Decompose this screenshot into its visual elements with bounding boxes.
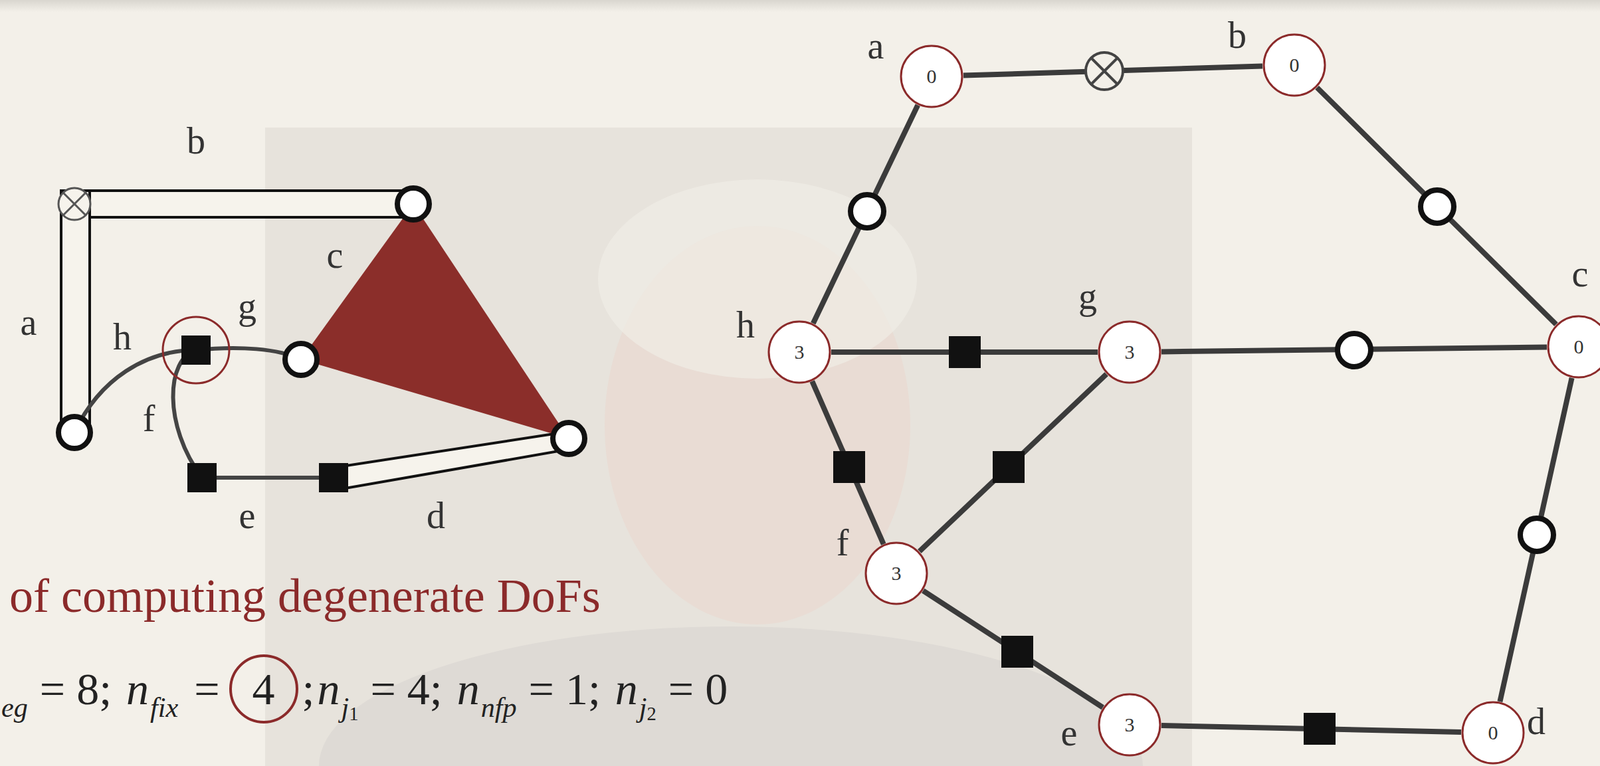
link-node: e3 <box>1097 693 1162 757</box>
straight-link <box>201 475 334 480</box>
graph-edge <box>1499 378 1572 702</box>
part-name: b <box>186 122 206 160</box>
revolute-joint <box>1420 190 1454 224</box>
degree-number: 0 <box>1574 336 1585 357</box>
part-name: a <box>20 303 38 341</box>
circled-number: 4 <box>229 654 299 724</box>
prismatic-joint <box>187 463 217 493</box>
formula-term: fix <box>150 691 179 725</box>
node-circle <box>865 542 927 604</box>
revolute-joint <box>285 343 317 376</box>
prismatic-joint <box>1001 635 1034 668</box>
formula-term: j <box>639 691 648 725</box>
prismatic-joint <box>181 335 211 365</box>
fixed-joint-cross <box>63 192 86 216</box>
revolute-joint <box>1520 518 1554 552</box>
prismatic-joint <box>1303 712 1336 745</box>
graph-edge <box>919 374 1107 552</box>
formula-term: n <box>316 662 340 717</box>
link-bar <box>333 431 571 491</box>
slide-heading: of computing degenerate DoFs <box>9 570 601 623</box>
ternary-link <box>300 203 569 439</box>
part-name: g <box>237 287 257 325</box>
graph-edge <box>813 104 918 323</box>
node-circle <box>1099 321 1161 383</box>
degree-number: 3 <box>794 342 805 363</box>
link-node: b0 <box>1262 33 1327 98</box>
revolute-joint <box>850 194 884 228</box>
node-circle <box>768 321 830 383</box>
link-node: f3 <box>864 541 929 606</box>
part-name: c <box>326 236 344 274</box>
faded-hair <box>598 179 917 379</box>
faded-shoulders <box>318 626 1143 766</box>
fixed-joint-cross <box>1091 57 1118 85</box>
node-circle <box>1548 316 1600 378</box>
link-name: h <box>736 306 755 344</box>
degree-number: 3 <box>891 563 902 584</box>
degree-number: 0 <box>926 66 937 87</box>
link-name: c <box>1572 255 1589 293</box>
link-name: f <box>836 524 850 562</box>
formula-term: ; <box>302 662 315 717</box>
node-circle <box>1546 314 1600 379</box>
part-name: h <box>112 318 132 356</box>
top-shade <box>0 0 1600 12</box>
node-circle <box>1099 694 1161 756</box>
link-name: b <box>1227 16 1247 54</box>
fixed-joint-cross <box>63 192 86 216</box>
formula-term: = <box>194 662 220 717</box>
formula-term: eg <box>1 691 28 725</box>
prismatic-joint <box>833 451 866 484</box>
graph-edge <box>1316 87 1557 325</box>
formula-term: = 8; <box>39 662 112 717</box>
prismatic-joint <box>992 451 1025 484</box>
prismatic-joint <box>318 463 349 493</box>
node-circle <box>1462 702 1524 764</box>
graph-edge <box>922 590 1103 708</box>
link-name: e <box>1061 714 1078 752</box>
graph-edge <box>811 381 884 545</box>
link-name: a <box>867 27 885 65</box>
degree-number: 0 <box>1289 55 1300 76</box>
formula-line: eg= 8;nfix=4;nj1= 4;nnfp= 1;nj2= 0 <box>1 654 728 724</box>
formula-term: n <box>615 662 638 717</box>
link-node: d0 <box>1461 700 1525 765</box>
formula-term: n <box>126 662 149 717</box>
fixed-joint <box>1085 52 1123 90</box>
part-name: e <box>239 497 256 535</box>
node-circle <box>1263 34 1325 96</box>
fixed-joint-cross <box>1091 57 1118 85</box>
link-name: d <box>1526 702 1546 741</box>
revolute-joint <box>1337 333 1371 367</box>
revolute-joint <box>397 188 430 220</box>
formula-term: j <box>340 691 349 725</box>
revolute-joint <box>552 422 585 455</box>
degree-number: 0 <box>1488 722 1499 743</box>
formula-term: 2 <box>647 702 657 726</box>
degree-number: 3 <box>1124 342 1135 363</box>
link-node: g3 <box>1097 320 1162 385</box>
link-node: h3 <box>767 320 832 385</box>
link-name: g <box>1078 277 1098 315</box>
formula-term: 1 <box>348 702 359 726</box>
degree-number: 3 <box>1124 714 1135 735</box>
curved-link <box>172 350 202 478</box>
formula-term: = 0 <box>668 662 728 717</box>
formula-term: = 4; <box>370 662 442 717</box>
link-node: c0 <box>1546 314 1600 379</box>
revolute-joint <box>58 416 91 449</box>
formula-term: nfp <box>481 691 517 725</box>
prismatic-joint <box>948 336 981 369</box>
formula-term: = 1; <box>528 662 601 717</box>
part-name: f <box>142 400 156 438</box>
fixed-joint <box>58 188 91 220</box>
formula-term: n <box>457 662 480 717</box>
node-circle <box>900 45 963 107</box>
curved-link <box>74 350 197 433</box>
link-node: a0 <box>899 44 964 109</box>
highlight-ring <box>162 316 230 384</box>
part-name: d <box>426 497 446 535</box>
